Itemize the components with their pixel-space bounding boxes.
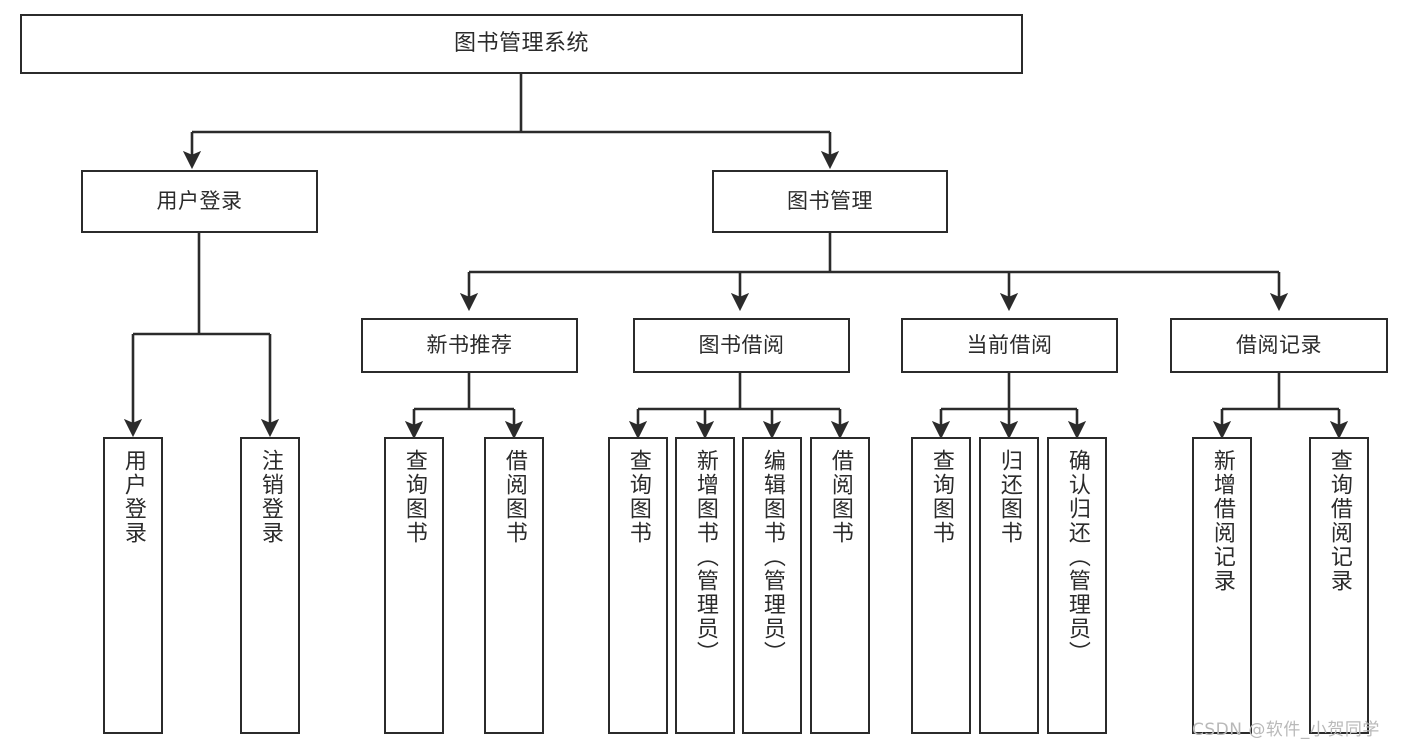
node-label: 查询借阅记录 — [1326, 449, 1352, 593]
node-label: 确认归还（管理员） — [1064, 449, 1090, 665]
node-book-borrow[interactable]: 图书借阅 — [633, 318, 850, 373]
node-label: 注销登录 — [257, 449, 283, 545]
leaf-query-borrow-record[interactable]: 查询借阅记录 — [1309, 437, 1369, 734]
node-label: 借阅图书 — [827, 449, 853, 545]
node-label: 图书管理 — [787, 189, 873, 214]
node-label: 编辑图书（管理员） — [759, 449, 785, 665]
leaf-add-book-admin[interactable]: 新增图书（管理员） — [675, 437, 735, 734]
node-label: 用户登录 — [156, 189, 243, 214]
leaf-return-book[interactable]: 归还图书 — [979, 437, 1039, 734]
leaf-query-book-borrow[interactable]: 查询图书 — [608, 437, 668, 734]
leaf-edit-book-admin[interactable]: 编辑图书（管理员） — [742, 437, 802, 734]
leaf-logout-login[interactable]: 注销登录 — [240, 437, 300, 734]
leaf-borrow-book[interactable]: 借阅图书 — [810, 437, 870, 734]
node-current-borrow[interactable]: 当前借阅 — [901, 318, 1118, 373]
leaf-user-login[interactable]: 用户登录 — [103, 437, 163, 734]
node-label: 借阅记录 — [1236, 333, 1322, 358]
node-borrow-record[interactable]: 借阅记录 — [1170, 318, 1388, 373]
node-label: 用户登录 — [120, 449, 146, 545]
csdn-watermark: CSDN @软件_小贺同学 — [1192, 720, 1380, 740]
node-label: 新增图书（管理员） — [692, 449, 718, 665]
leaf-confirm-return-admin[interactable]: 确认归还（管理员） — [1047, 437, 1107, 734]
leaf-add-borrow-record[interactable]: 新增借阅记录 — [1192, 437, 1252, 734]
node-user-login[interactable]: 用户登录 — [81, 170, 318, 233]
node-root-book-management-system[interactable]: 图书管理系统 — [20, 14, 1023, 74]
node-label: 新书推荐 — [426, 333, 513, 358]
node-label: 借阅图书 — [501, 449, 527, 545]
node-book-management[interactable]: 图书管理 — [712, 170, 948, 233]
node-label: 当前借阅 — [966, 333, 1053, 358]
node-label: 归还图书 — [996, 449, 1022, 545]
node-label: 查询图书 — [928, 449, 954, 545]
node-label: 图书借阅 — [698, 333, 785, 358]
node-label: 新增借阅记录 — [1209, 449, 1235, 593]
node-label: 查询图书 — [401, 449, 427, 545]
leaf-query-book-current[interactable]: 查询图书 — [911, 437, 971, 734]
leaf-query-book-recommend[interactable]: 查询图书 — [384, 437, 444, 734]
leaf-borrow-book-recommend[interactable]: 借阅图书 — [484, 437, 544, 734]
node-label: 查询图书 — [625, 449, 651, 545]
node-new-book-recommend[interactable]: 新书推荐 — [361, 318, 578, 373]
node-label: 图书管理系统 — [453, 31, 589, 57]
